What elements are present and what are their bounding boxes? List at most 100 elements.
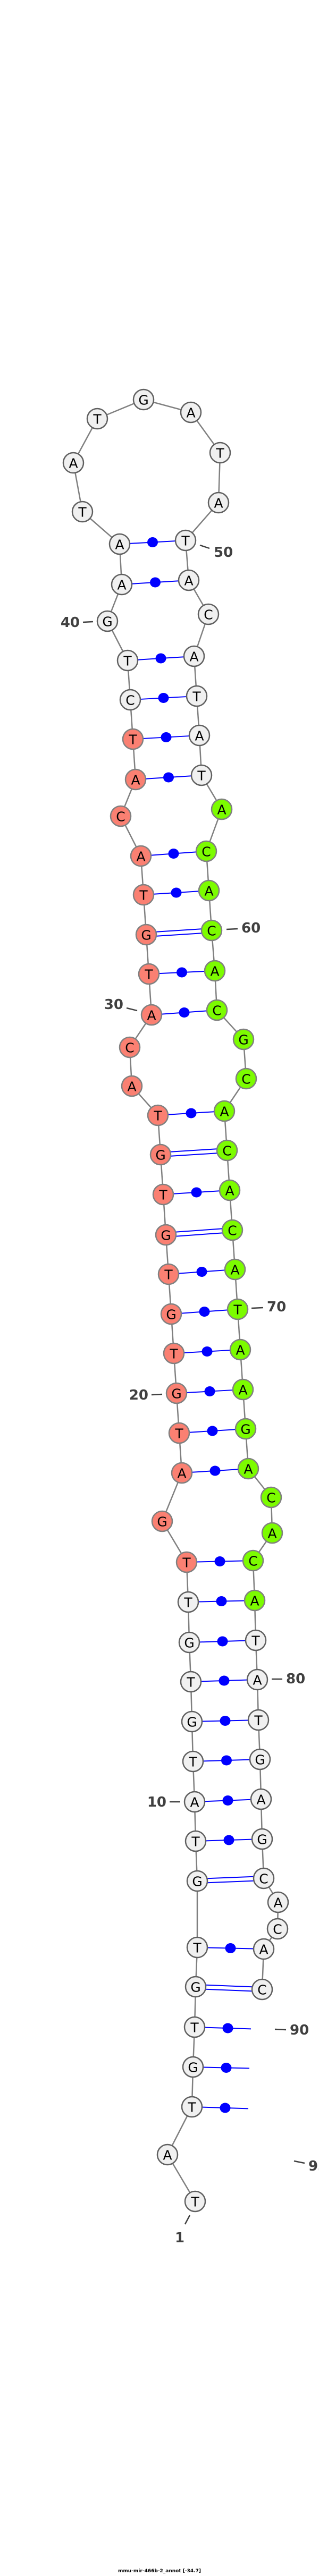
nucleotide-37: T — [122, 728, 144, 750]
nucleotide-33: T — [132, 884, 155, 906]
nucleotide-51: A — [178, 569, 200, 591]
nucleotide-letter: C — [259, 1871, 268, 1887]
position-tick — [126, 1007, 138, 1012]
nucleotide-letter: A — [131, 773, 140, 788]
gc-bond-line — [170, 1148, 217, 1153]
position-tick — [293, 2160, 305, 2164]
nucleotide-65: A — [213, 1100, 236, 1122]
nucleotide-circle — [121, 1075, 143, 1097]
nucleotide-circle — [111, 573, 133, 596]
bond-dot — [220, 1716, 231, 1726]
bond-dot — [179, 1007, 190, 1018]
bond-dot — [204, 1386, 215, 1396]
nucleotide-letter: C — [248, 1554, 257, 1569]
nucleotide-letter: G — [238, 1032, 248, 1048]
nucleotide-57: A — [211, 798, 233, 820]
nucleotide-letter: T — [139, 888, 148, 903]
nucleotide-69: A — [224, 1258, 246, 1281]
nucleotide-letter: A — [190, 1795, 199, 1810]
nucleotide-circle — [96, 610, 119, 632]
nucleotide-circle — [135, 923, 157, 946]
nucleotide-circle — [180, 401, 202, 423]
nucleotide-46: G — [132, 388, 155, 411]
nucleotide-14: G — [178, 1631, 200, 1654]
bond-dot — [186, 1108, 197, 1118]
nucleotide-circle — [110, 805, 132, 827]
nucleotide-21: T — [163, 1342, 185, 1365]
nucleotide-circle — [244, 1589, 266, 1612]
nucleotide-72: A — [232, 1378, 254, 1401]
bond-dot — [222, 2023, 233, 2033]
nucleotide-41: A — [111, 573, 133, 596]
nucleotide-circle — [180, 1671, 202, 1693]
nucleotide-circle — [160, 1303, 182, 1325]
nucleotide-circle — [156, 2143, 179, 2166]
nucleotide-letter: A — [273, 1895, 282, 1911]
nucleotide-circle — [184, 1976, 207, 1998]
bond-dot — [222, 1795, 233, 1806]
nucleotide-letter: T — [182, 1555, 191, 1571]
nucleotide-letter: T — [93, 412, 102, 427]
nucleotide-letter: A — [214, 496, 223, 511]
bond-dot — [161, 732, 172, 742]
nucleotide-56: T — [190, 764, 213, 786]
nucleotide-circle — [71, 501, 94, 523]
nucleotide-52: C — [197, 603, 220, 625]
nucleotide-letter: C — [222, 1143, 231, 1159]
nucleotide-letter: A — [256, 1792, 265, 1808]
nucleotide-44: A — [62, 452, 85, 474]
nucleotide-60: C — [200, 919, 223, 942]
nucleotide-55: A — [188, 724, 211, 747]
nucleotide-letter: A — [186, 405, 195, 421]
nucleotide-letter: G — [157, 1514, 167, 1530]
nucleotide-circle — [183, 2016, 206, 2038]
nucleotide-letter: T — [215, 446, 224, 461]
nucleotide-circle — [175, 1551, 198, 1573]
bond-dot — [171, 887, 182, 898]
nucleotide-letter: G — [166, 1307, 176, 1323]
nucleotide-25: T — [152, 1183, 174, 1206]
nucleotide-letter: A — [184, 573, 193, 589]
nucleotide-19: T — [168, 1422, 190, 1444]
nucleotide-letter: T — [158, 1188, 167, 1203]
backbone — [72, 399, 279, 2202]
nucleotide-circle — [178, 1631, 200, 1654]
nucleotide-circle — [234, 1418, 257, 1440]
position-label: 90 — [290, 2022, 309, 2038]
nucleotide-58: C — [195, 840, 217, 862]
nucleotide-letter: G — [155, 1148, 165, 1163]
nucleotide-letter: A — [127, 1079, 136, 1095]
nucleotide-circle — [253, 1938, 275, 1960]
gc-bond-line — [206, 1984, 253, 1988]
nucleotide-75: C — [260, 1486, 282, 1509]
nucleotide-letter: T — [190, 2194, 199, 2210]
position-labels: 110203040506070809093 — [61, 544, 319, 2246]
nucleotide-9: T — [184, 1830, 207, 1852]
nucleotide-28: A — [121, 1075, 143, 1097]
nucleotide-circle — [207, 492, 230, 514]
nucleotide-letter: T — [186, 1675, 195, 1690]
nucleotide-circle — [140, 1004, 163, 1026]
nucleotide-letter: G — [161, 1228, 171, 1243]
nucleotide-circle — [198, 879, 220, 902]
nucleotide-circle — [251, 1828, 273, 1850]
gc-bond-line — [176, 1232, 223, 1237]
nucleotide-23: T — [157, 1263, 180, 1285]
nucleotide-letter: G — [257, 1832, 267, 1848]
nucleotide-circle — [122, 728, 144, 750]
nucleotide-letter: A — [267, 1526, 276, 1541]
nucleotide-86: A — [267, 1891, 289, 1913]
nucleotide-letter: T — [192, 689, 201, 705]
nucleotide-80: A — [246, 1668, 268, 1691]
nucleotide-letter: G — [184, 1636, 194, 1651]
nucleotide-11: T — [182, 1750, 204, 1773]
nucleotide-circle — [183, 1791, 206, 1813]
nucleotide-71: A — [229, 1338, 251, 1361]
position-label: 93 — [308, 2158, 319, 2174]
nucleotide-78: A — [244, 1589, 266, 1612]
nucleotide-68: C — [221, 1219, 244, 1241]
position-tick — [274, 2028, 287, 2031]
nucleotide-circle — [151, 1510, 173, 1532]
nucleotide-circle — [174, 529, 197, 552]
gc-bond-line — [205, 1988, 252, 1992]
